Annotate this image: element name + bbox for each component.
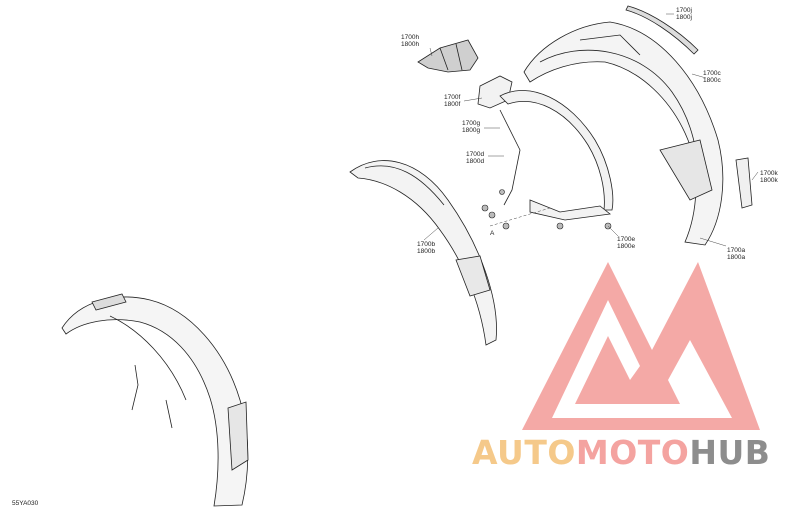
wordmark-moto: MOTO — [575, 433, 690, 472]
wordmark-auto: AUTO — [472, 433, 576, 472]
leader-lines — [423, 13, 759, 247]
watermark-wordmark: AUTOMOTOHUB — [472, 433, 770, 473]
fender-end-cap — [735, 157, 753, 209]
mounting-bracket — [417, 39, 479, 73]
alignment-line — [489, 207, 551, 227]
marker-a: A — [490, 230, 495, 237]
assembled-fender — [61, 293, 249, 507]
wordmark-hub: HUB — [689, 433, 771, 472]
support-bracket — [477, 75, 614, 221]
fastener-bolts — [481, 189, 612, 230]
diagram-code: 55YA030 — [12, 500, 39, 507]
rear-fender-large — [523, 21, 724, 246]
fender-trim-strip — [625, 5, 699, 55]
fender-extension — [349, 160, 497, 346]
watermark-triangle — [522, 262, 760, 430]
